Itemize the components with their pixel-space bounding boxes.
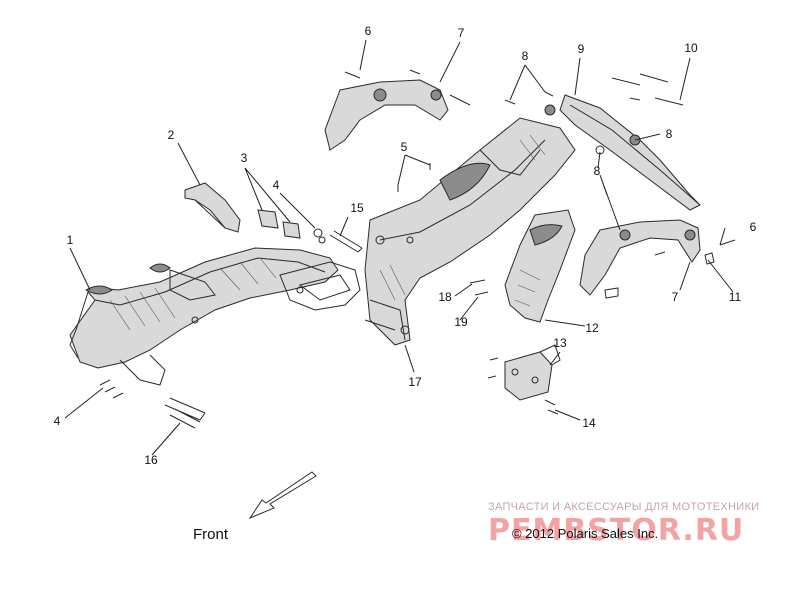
shroud-part [504,209,576,323]
callout-8-mid: 8 [665,127,673,141]
center-frame-part [364,117,576,346]
watermark-tagline: ЗАПЧАСТИ И АКСЕССУАРЫ ДЛЯ МОТОТЕХНИКИ [488,501,760,513]
callout-16: 16 [144,453,158,467]
mount-plate-part [487,344,561,415]
callout-7-right: 7 [671,290,679,304]
callout-11: 11 [728,290,742,304]
callout-1: 1 [66,233,74,247]
callout-18: 18 [438,290,452,304]
callout-4-lower: 4 [53,414,61,428]
callout-15: 15 [350,201,364,215]
callout-13: 13 [553,336,567,350]
callout-2: 2 [167,128,175,142]
callout-6-top: 6 [364,24,372,38]
center-bolts-part [406,236,489,296]
callout-8-low: 8 [593,164,601,178]
leader-lines [64,39,734,456]
front-direction-arrow [248,471,317,520]
callout-9: 9 [577,42,585,56]
front-bracket-part [184,182,241,233]
main-frame-part [69,247,361,386]
front-label: Front [193,526,229,543]
callout-8-top: 8 [521,49,529,63]
callout-5: 5 [400,140,408,154]
upper-left-bracket-part [324,69,471,151]
bolts-left-part [99,228,363,429]
watermark-logo: PEMBSTOR.RU [488,513,745,548]
copyright-notice: © 2012 Polaris Sales Inc. [512,526,659,541]
rear-rail-part [504,73,701,211]
callout-7-top: 7 [457,26,465,40]
lower-right-bracket-part [579,219,736,299]
callout-4-upper: 4 [272,178,280,192]
callout-14: 14 [582,416,596,430]
callout-12: 12 [585,321,599,335]
clip-brackets-part [257,209,301,239]
callout-10: 10 [684,41,698,55]
callout-17: 17 [408,375,422,389]
callout-3: 3 [240,151,248,165]
callout-19: 19 [454,315,468,329]
callout-6-right: 6 [749,220,757,234]
